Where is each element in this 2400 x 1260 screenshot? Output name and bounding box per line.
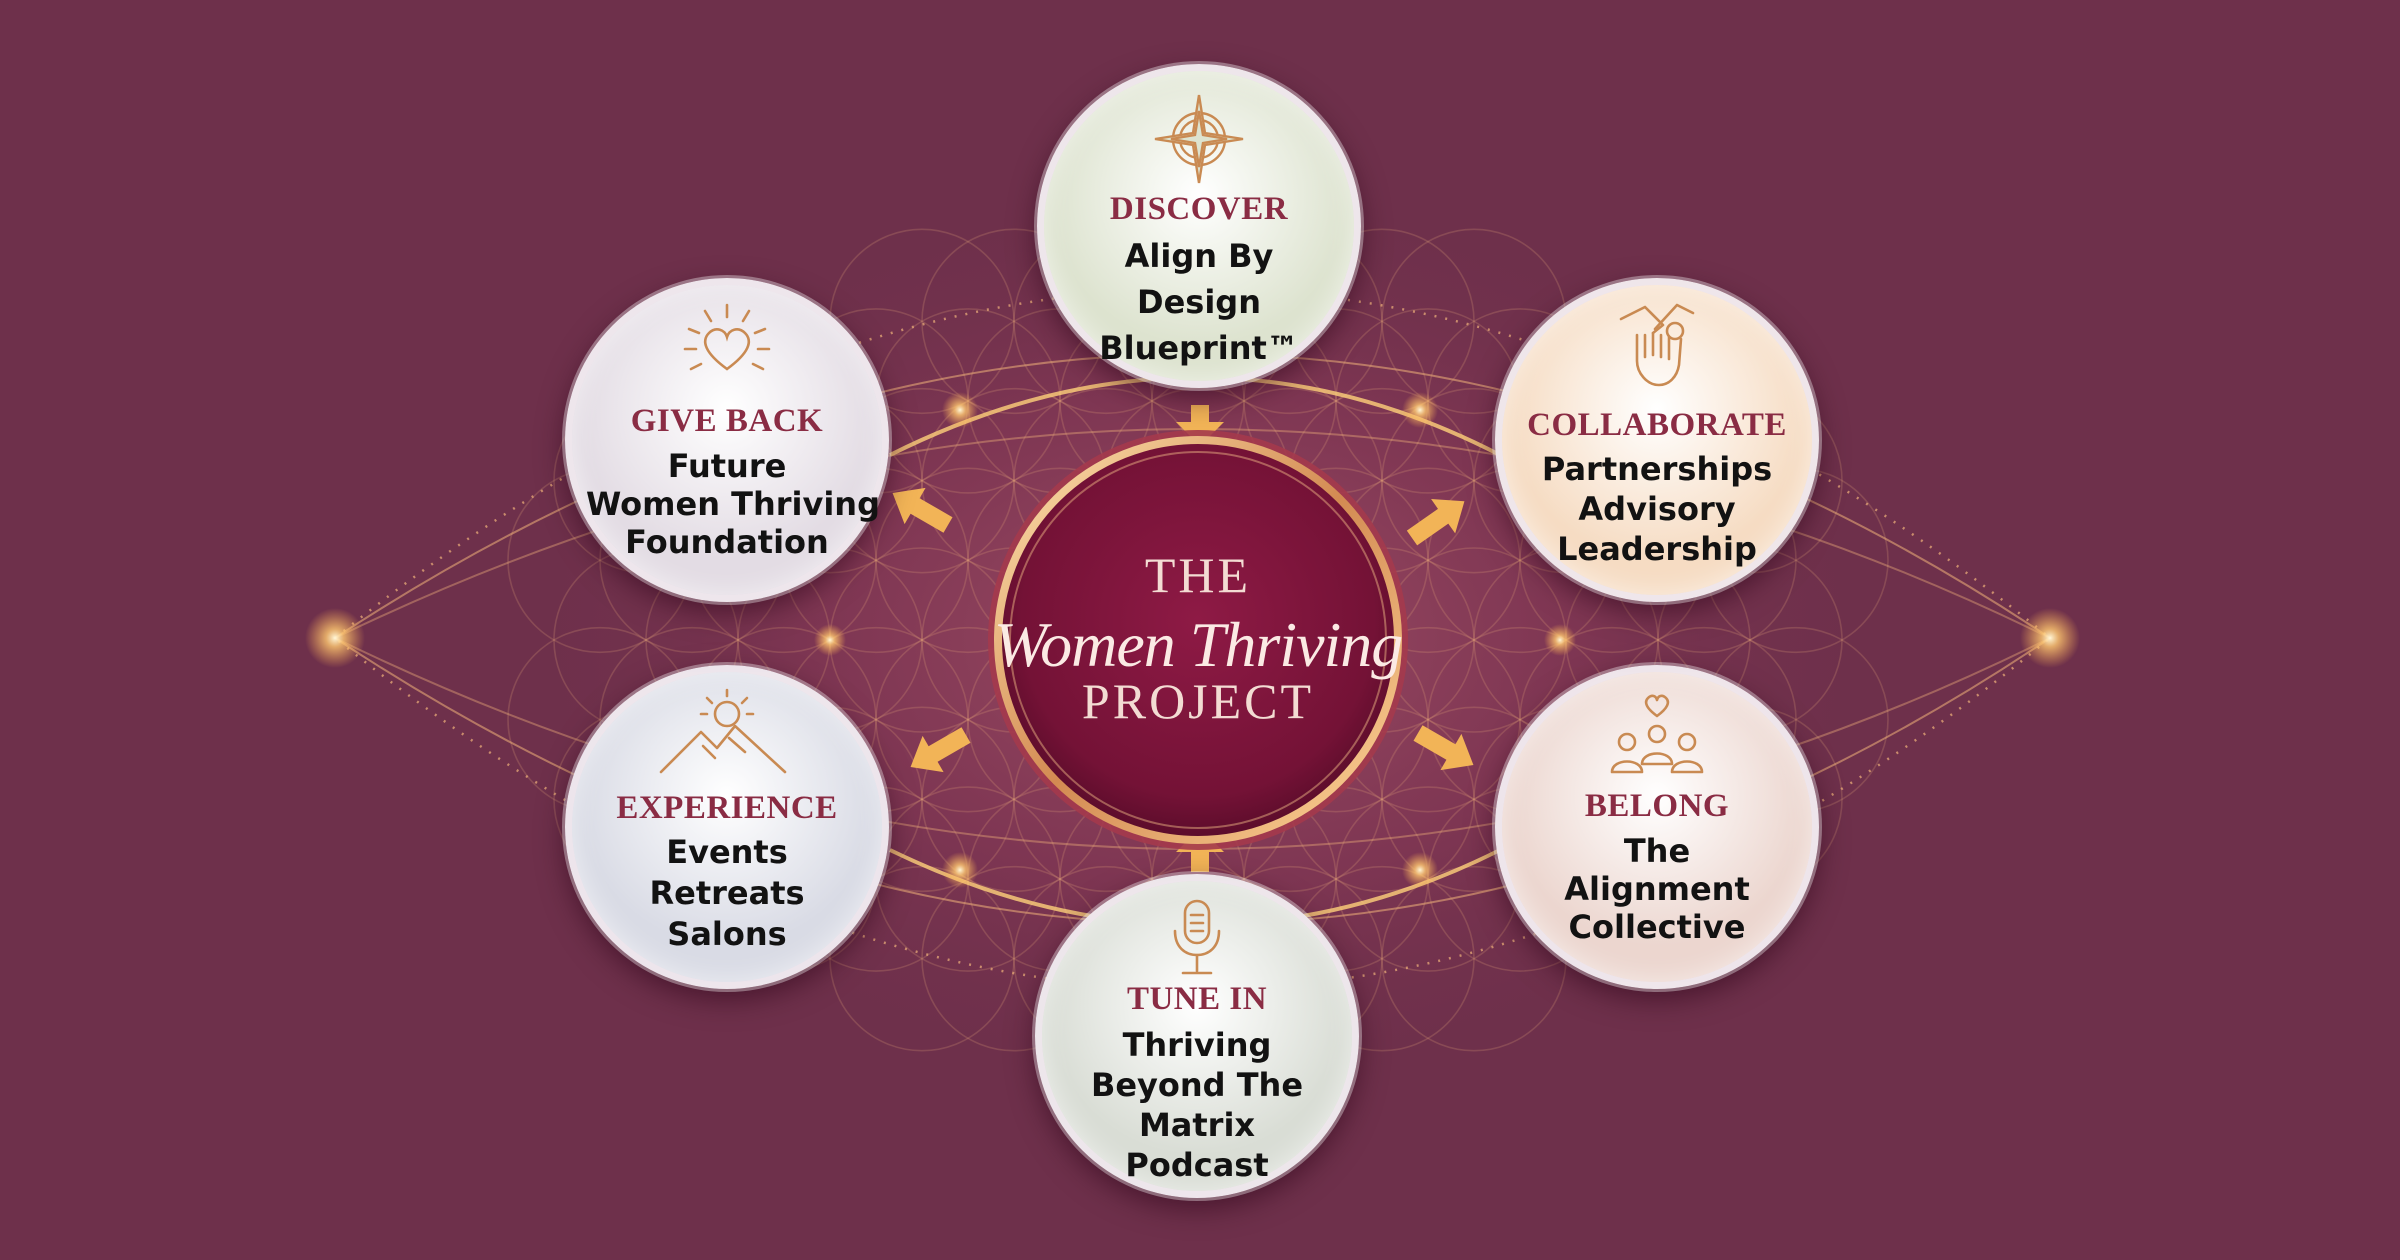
sparkle-right <box>2020 608 2080 668</box>
belong-heading: BELONG <box>1584 788 1730 824</box>
give-back-node[interactable]: GIVE BACK Future Women Thriving Foundati… <box>565 278 889 602</box>
give-back-description: Future Women Thriving Foundation <box>586 447 880 561</box>
compass-icon <box>1154 94 1244 184</box>
collaborate-node[interactable]: COLLABORATE Partnerships Advisory Leader… <box>1495 278 1819 602</box>
belong-description: The Alignment Collective <box>1564 832 1750 946</box>
tune-in-description: Thriving Beyond The Matrix Podcast <box>1090 1026 1304 1184</box>
arrow-to-give-back <box>892 487 953 533</box>
belong-node[interactable]: BELONG The Alignment Collective <box>1495 665 1819 989</box>
center-title-project: PROJECT <box>1081 673 1315 729</box>
mountain-sun-icon <box>659 688 787 774</box>
sparkle-left <box>305 608 365 668</box>
collaborate-description: Partnerships Advisory Leadership <box>1541 450 1773 568</box>
arrow-to-experience <box>910 727 971 773</box>
give-back-heading: GIVE BACK <box>630 403 824 439</box>
radiant-heart-icon <box>683 303 771 371</box>
discover-node[interactable]: DISCOVER Align By Design Blueprint™ <box>1037 64 1361 388</box>
tune-in-node[interactable]: TUNE IN Thriving Beyond The Matrix Podca… <box>1035 874 1359 1198</box>
arrow-from-tune-in <box>1176 828 1224 872</box>
handshake-icon <box>1619 303 1695 387</box>
center-title-the: THE <box>1144 547 1252 603</box>
experience-heading: EXPERIENCE <box>616 790 838 826</box>
experience-node[interactable]: EXPERIENCE Events Retreats Salons <box>565 665 889 989</box>
tune-in-heading: TUNE IN <box>1126 981 1268 1017</box>
experience-description: Events Retreats Salons <box>649 833 805 953</box>
microphone-icon <box>1173 899 1221 975</box>
discover-heading: DISCOVER <box>1109 191 1289 227</box>
community-heart-icon <box>1610 694 1704 774</box>
arrow-to-belong <box>1413 725 1474 771</box>
arrow-to-collaborate <box>1406 499 1465 546</box>
collaborate-heading: COLLABORATE <box>1527 407 1787 443</box>
center-medallion: THE Women Thriving PROJECT <box>988 440 1408 840</box>
discover-description: Align By Design Blueprint™ <box>1099 237 1299 367</box>
connector-arrows <box>892 405 1474 872</box>
center-title-script: Women Thriving <box>993 609 1404 680</box>
arrow-to-discover <box>1176 405 1224 446</box>
